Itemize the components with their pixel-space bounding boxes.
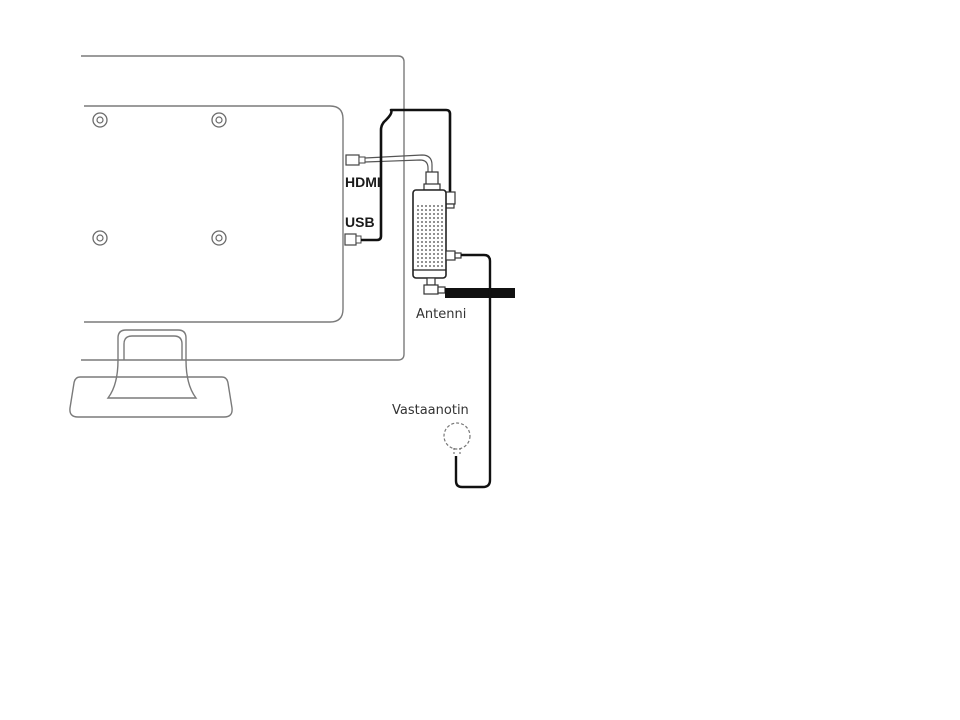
mount-hole-icon: [92, 230, 108, 246]
usb-cable: [361, 108, 452, 242]
tv-back-panel: [84, 105, 344, 323]
antenna-connector: [423, 277, 446, 295]
hdmi-cable: [364, 154, 433, 178]
ir-port: [445, 250, 462, 261]
ir-receiver-icon: [443, 422, 471, 456]
usb-port: [344, 233, 362, 246]
receiver-stick: [412, 189, 447, 279]
tv-outer-frame: [81, 55, 405, 361]
receiver-label: Vastaanotin: [392, 403, 469, 418]
ir-receiver-cable: [454, 253, 492, 489]
hdmi-label: HDMI: [345, 174, 381, 190]
mount-hole-icon: [211, 112, 227, 128]
usb-label: USB: [345, 214, 375, 230]
vesa-mount-holes: [92, 112, 227, 246]
hdmi-plug: [423, 171, 441, 191]
hdmi-port: [345, 154, 366, 166]
mount-hole-icon: [92, 112, 108, 128]
tv-stand: [69, 329, 233, 418]
mount-hole-icon: [211, 230, 227, 246]
antenna-bar: [445, 288, 515, 298]
antenna-label: Antenni: [416, 307, 466, 322]
